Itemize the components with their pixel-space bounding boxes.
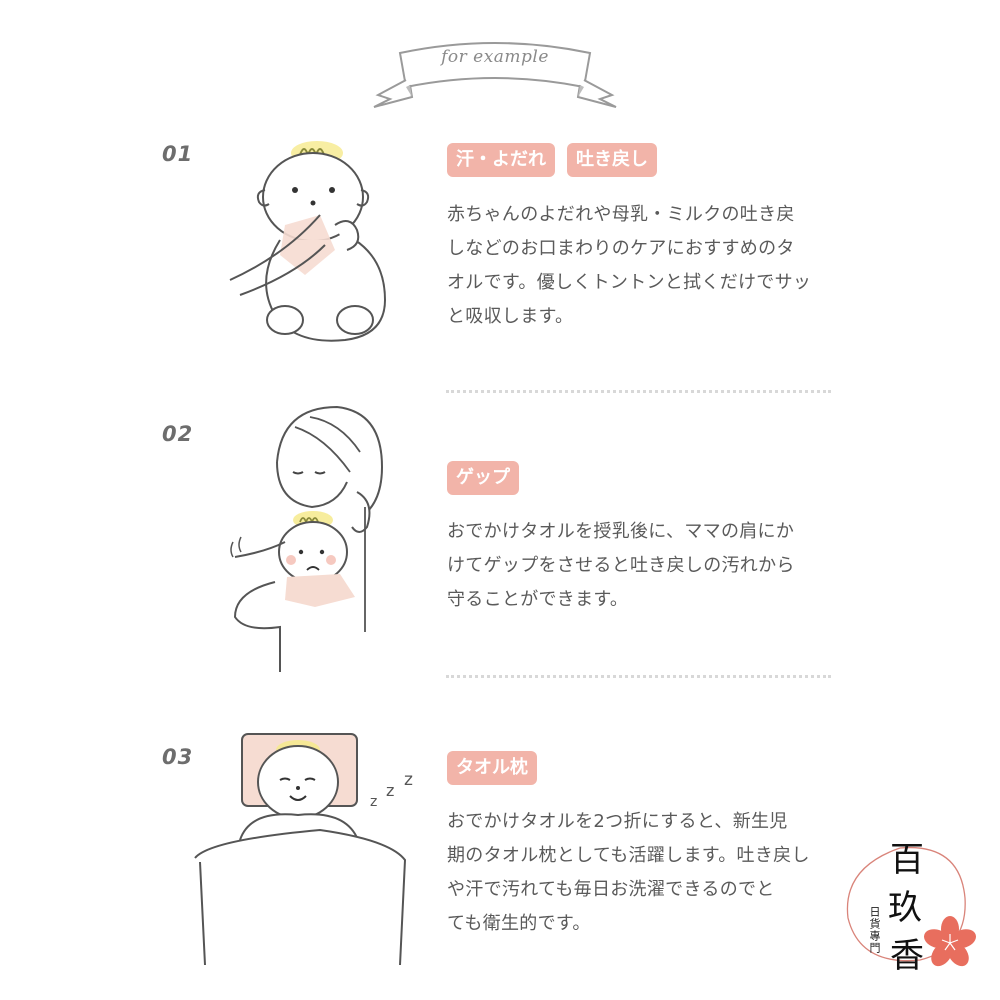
description-line: と吸収します。: [447, 306, 574, 327]
logo-char-2: 玖: [888, 888, 922, 928]
description-line: 守ることができます。: [447, 589, 629, 610]
description-line: しなどのお口まわりのケアにおすすめのタ: [447, 238, 795, 259]
baby-wiping-mouth-illustration: [229, 141, 387, 342]
sleep-z-icon: z: [370, 794, 377, 810]
description-line: ても衛生的です。: [447, 913, 591, 934]
description-line: おでかけタオルを授乳後に、ママの肩にか: [447, 521, 795, 542]
step-01-badges: 汗・よだれ 吐き戻し: [447, 143, 657, 177]
step-02-badges: ゲップ: [447, 461, 519, 495]
logo-char-1: 百: [890, 840, 924, 880]
logo-circle-icon: [846, 846, 976, 967]
step-03-badges: タオル枕: [447, 751, 537, 785]
dotted-divider: [446, 675, 831, 678]
brand-logo: 百 玖 香 日貨專門: [840, 838, 990, 988]
mother-burping-baby-illustration: [230, 405, 384, 672]
ribbon-banner-icon: [373, 42, 617, 108]
description-line: や汗で汚れても毎日お洗濯できるのでと: [447, 879, 775, 900]
description-line: オルです。優しくトントンと拭くだけでサッ: [447, 272, 812, 293]
dotted-divider: [446, 390, 831, 393]
step-03-description: おでかけタオルを2つ折にすると、新生児 期のタオル枕としても活躍します。吐き戻し…: [447, 805, 842, 941]
step-number-02: 02: [162, 422, 194, 446]
step-number-01: 01: [162, 142, 194, 166]
description-line: 赤ちゃんのよだれや母乳・ミルクの吐き戻: [447, 204, 795, 225]
description-line: 期のタオル枕としても活躍します。吐き戻し: [447, 845, 810, 866]
svg-text:z: z: [386, 781, 394, 800]
description-line: けてゲップをさせると吐き戻しの汚れから: [447, 555, 795, 576]
step-01-description: 赤ちゃんのよだれや母乳・ミルクの吐き戻 しなどのお口まわりのケアにおすすめのタ …: [447, 198, 842, 334]
badge-spit-up: 吐き戻し: [567, 143, 657, 177]
for-example-ribbon: for example: [370, 35, 620, 115]
badge-towel-pillow: タオル枕: [447, 751, 537, 785]
sleeping-baby-on-towel-pillow-illustration: z z z: [194, 733, 413, 966]
step-number-03: 03: [162, 745, 194, 769]
sakura-flower-icon: [924, 916, 976, 967]
badge-burp: ゲップ: [447, 461, 519, 495]
badge-sweat-drool: 汗・よだれ: [447, 143, 555, 177]
logo-char-3: 香: [890, 936, 924, 976]
svg-text:z: z: [404, 770, 413, 790]
description-line: おでかけタオルを2つ折にすると、新生児: [447, 811, 788, 832]
step-02-description: おでかけタオルを授乳後に、ママの肩にか けてゲップをさせると吐き戻しの汚れから …: [447, 515, 842, 617]
logo-subtitle: 日貨專門: [868, 906, 881, 954]
ribbon-label: for example: [441, 47, 549, 67]
